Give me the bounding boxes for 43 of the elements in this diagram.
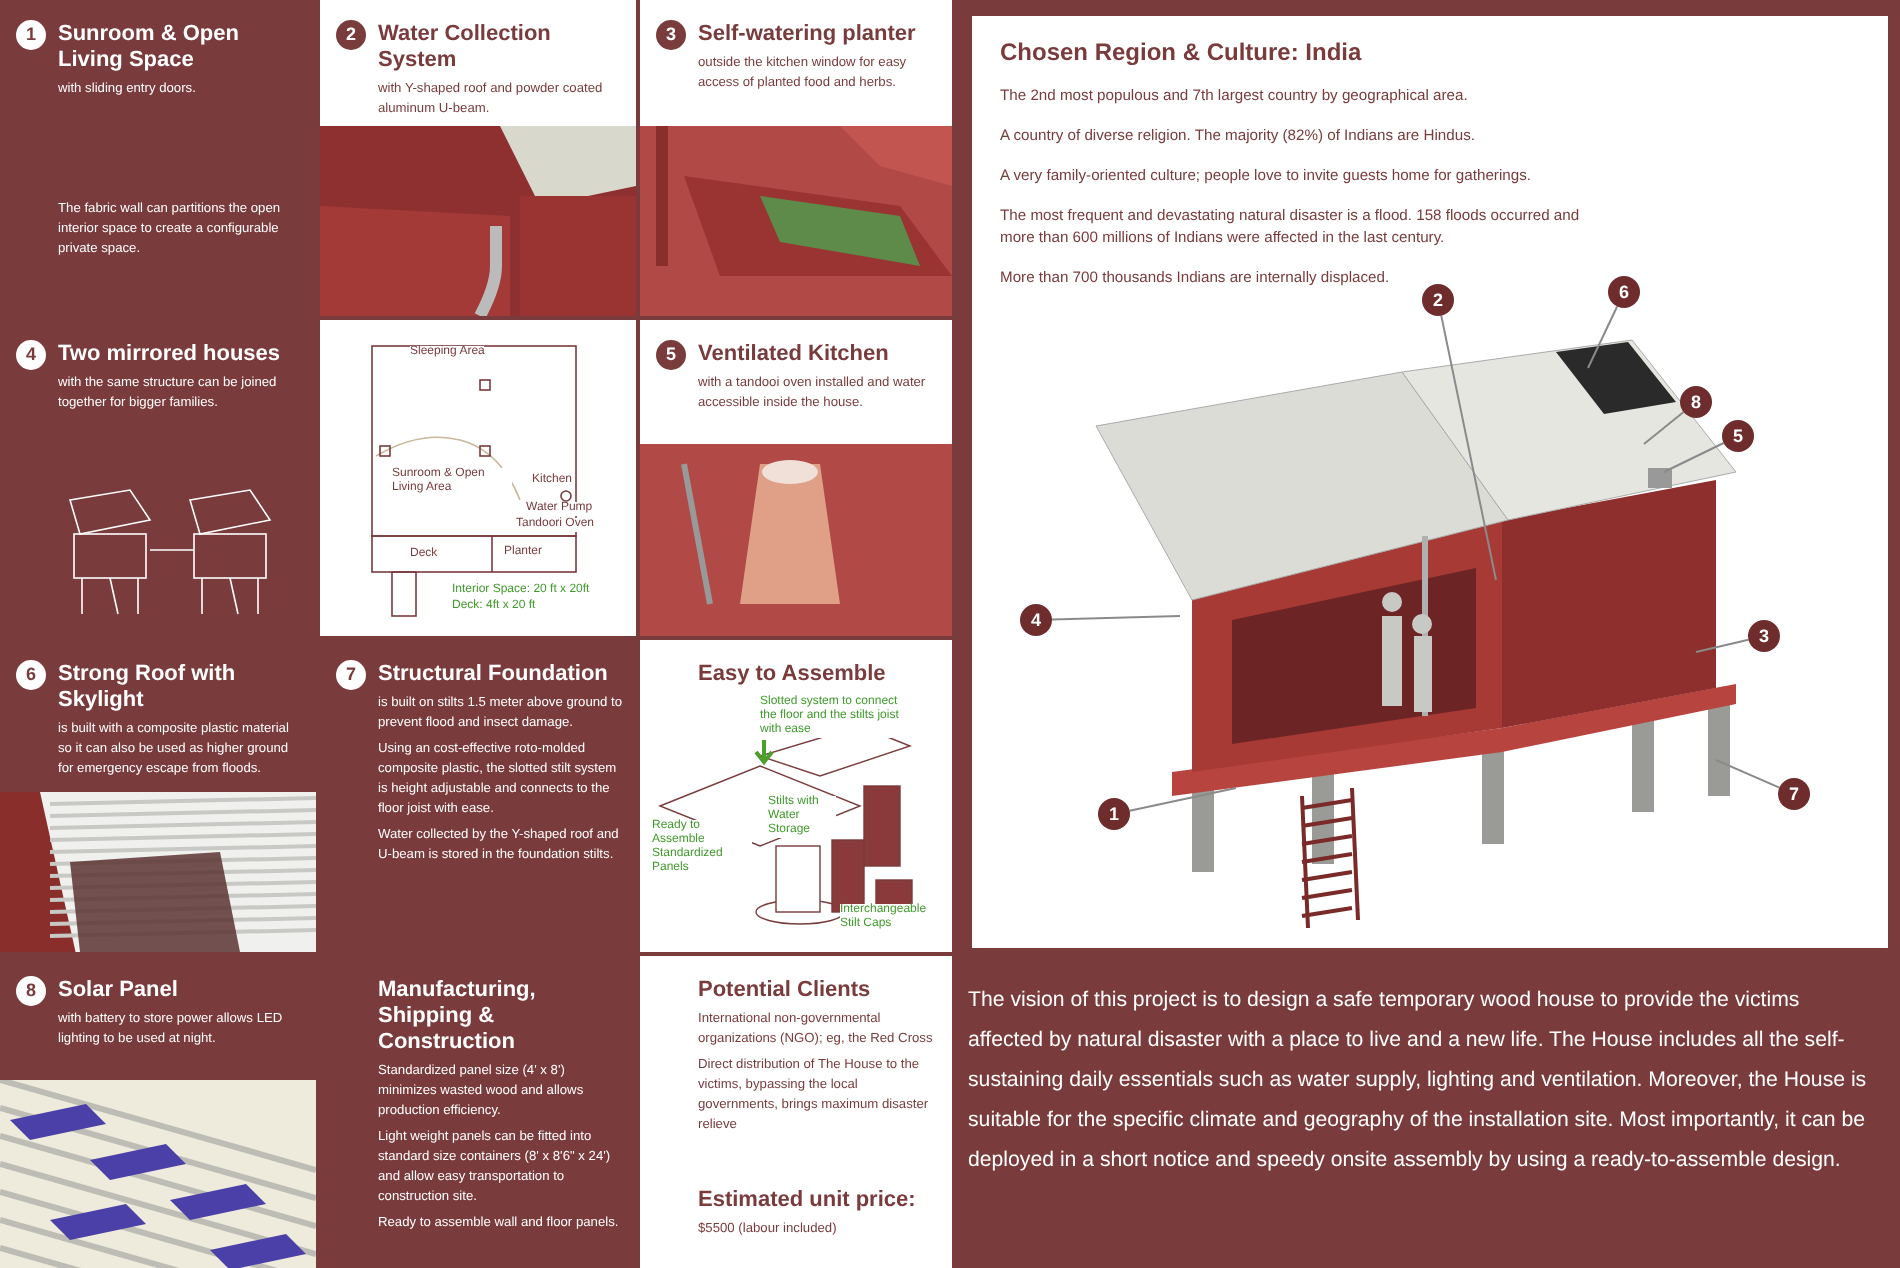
panel-heading: Water Collection System [378,22,553,74]
feature-panel [320,0,636,316]
region-info-panel [972,16,1888,948]
panel-heading: Two mirrored houses [58,342,283,368]
callout-number: 3 [1748,620,1780,652]
leader-line [1440,314,1497,581]
feature-panel [640,956,952,1268]
leader-line [1587,305,1619,369]
leader-line [1715,759,1781,789]
panel-heading: Manufacturing, Shipping & Construction [378,978,538,1056]
leader-line [1663,442,1725,473]
panel-heading: Sunroom & Open Living Space [58,22,241,74]
number-badge: 3 [656,20,686,50]
callout-number: 7 [1778,778,1810,810]
leader-line [1643,411,1685,445]
callout-number: 8 [1680,386,1712,418]
panel-heading: Chosen Region & Culture: India [1000,40,1364,66]
number-badge: 6 [16,660,46,690]
panel-heading: Easy to Assemble [698,662,888,688]
panel-heading: Solar Panel [58,978,180,1004]
number-badge: 4 [16,340,46,370]
price-heading: Estimated unit price: [698,1188,918,1214]
panel-heading: Ventilated Kitchen [698,342,891,368]
panel-heading: Structural Foundation [378,662,610,688]
leader-line [1051,615,1181,621]
callout-number: 6 [1608,276,1640,308]
panel-heading: Strong Roof with Skylight [58,662,238,714]
number-badge: 2 [336,20,366,50]
callout-number: 2 [1422,284,1454,316]
panel-heading: Potential Clients [698,978,873,1004]
number-badge: 5 [656,340,686,370]
number-badge: 8 [16,976,46,1006]
callout-number: 4 [1020,604,1052,636]
number-badge: 1 [16,20,46,50]
panel-heading: Self-watering planter [698,22,918,48]
number-badge: 7 [336,660,366,690]
leader-line [1695,638,1750,653]
leader-line [1128,787,1237,812]
callout-number: 5 [1722,420,1754,452]
feature-panel [640,0,952,316]
vision-paragraph: The vision of this project is to design a safe temporary wood house to provide the victims affected by natural disaster with a place to live and a new life. The House includes all the self-sustaining daily essentials such as water supply, lighting and ventilation. Moreover, the House is suitable for the specific climate and geography of the installation site. Most importantly, it can be deployed in a short notice and speedy onsite assembly by using a ready-to-assemble design. [968,986,1869,1176]
feature-panel [640,320,952,636]
callout-number: 1 [1098,798,1130,830]
